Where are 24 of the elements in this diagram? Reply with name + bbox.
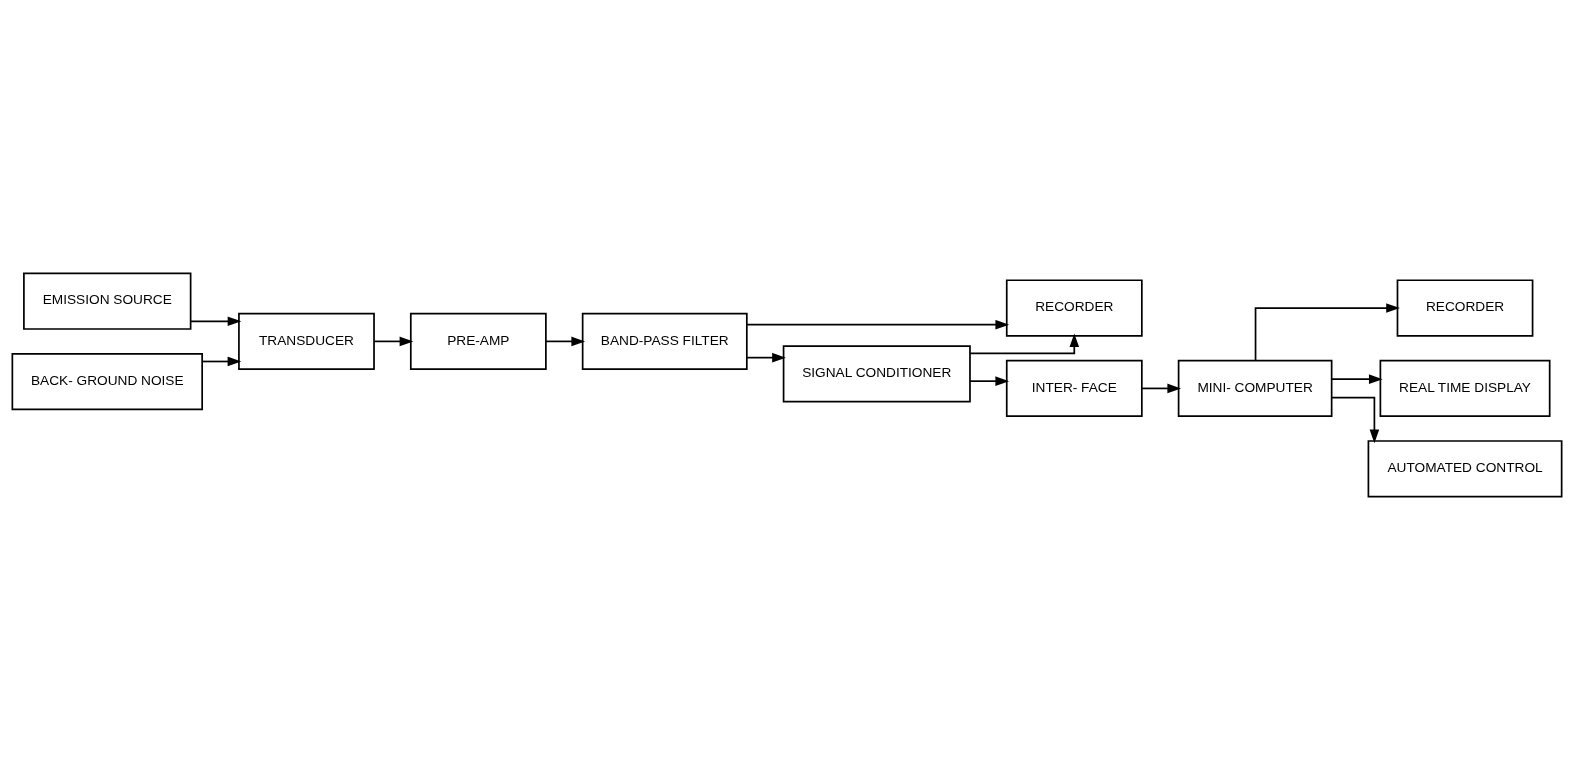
node-box: EMISSION SOURCE: [23, 272, 192, 330]
arrow: [545, 336, 586, 346]
node-box: REAL TIME DISPLAY: [1379, 359, 1551, 417]
node-box: MINI- COMPUTER: [1177, 359, 1333, 417]
node-box: RECORDER: [1396, 278, 1534, 337]
arrow: [1254, 302, 1400, 361]
node-box: INTER- FACE: [1005, 359, 1143, 417]
node-box: TRANSDUCER: [238, 312, 375, 370]
arrow: [1330, 396, 1380, 443]
arrow: [746, 319, 1010, 329]
arrow: [373, 336, 414, 346]
arrow: [1141, 383, 1182, 393]
node-box: BAND-PASS FILTER: [581, 312, 748, 370]
node-box: RECORDER: [1005, 278, 1143, 337]
arrow: [969, 332, 1080, 354]
node-box: AUTOMATED CONTROL: [1367, 439, 1563, 497]
node-box: SIGNAL CONDITIONER: [782, 344, 971, 403]
node-box: BACK- GROUND NOISE: [11, 352, 204, 410]
node-box: PRE-AMP: [409, 312, 547, 370]
arrow: [1330, 373, 1383, 384]
arrow: [969, 375, 1010, 386]
arrow: [201, 356, 242, 366]
arrow: [746, 352, 786, 362]
arrow: [190, 316, 242, 326]
